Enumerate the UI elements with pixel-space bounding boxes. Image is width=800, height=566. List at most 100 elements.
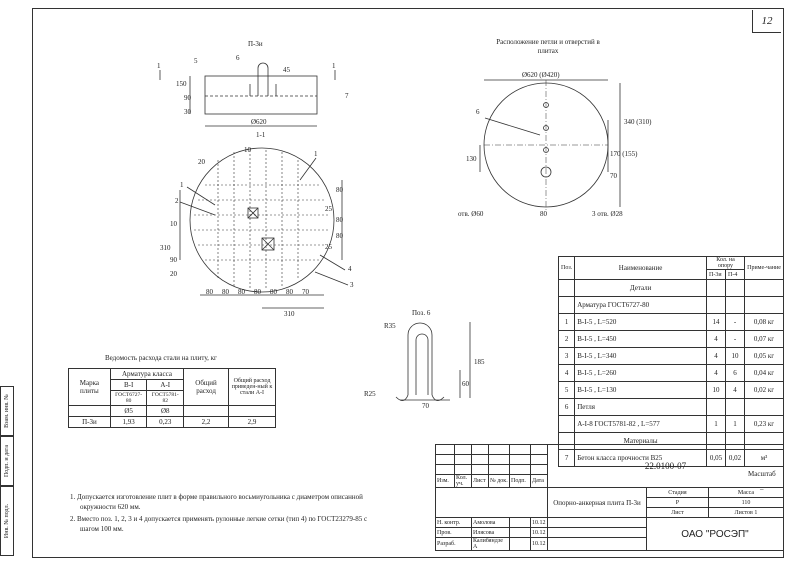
spec-cell-note <box>744 279 784 297</box>
dim-90: 90 <box>184 94 191 102</box>
sec-label-10: 10 <box>244 146 251 154</box>
spec-cell-note: 0,23 кг <box>744 415 784 433</box>
spec-cell-b: 10 <box>725 347 745 365</box>
loop-r25: R25 <box>364 390 376 398</box>
steel-h-bi: В-I <box>109 379 148 391</box>
drawing-code: 22.0100-07 <box>547 444 784 488</box>
tb-list-label: Лист <box>646 507 709 518</box>
sec-label-20: 20 <box>198 158 205 166</box>
sec-label-310b: 310 <box>284 310 295 318</box>
spec-cell-pos <box>557 279 576 297</box>
tb-date2: 10.12 <box>530 527 548 538</box>
spec-cell-pos: 6 <box>557 398 576 416</box>
note-2: 2. Вместо поз. 1, 2, 3 и 4 допускается п… <box>70 515 368 523</box>
spec-cell-a: 4 <box>706 330 726 348</box>
loop-185: 185 <box>474 358 485 366</box>
sec-bottom-dim-1: 80 <box>222 288 229 296</box>
hole-right-dim-0: 340 (310) <box>624 118 652 126</box>
tb-h-masshtab: Масштаб <box>748 470 776 478</box>
drawing-name: Опорно-анкерная плита П-3и <box>547 487 647 518</box>
spec-h-p3i: П-3и <box>706 269 726 280</box>
spec-cell-note: 0,08 кг <box>744 313 784 331</box>
spec-cell-b: - <box>725 330 745 348</box>
spec-cell-pos: 1 <box>557 313 576 331</box>
spec-h-qty: Кол. на опору <box>706 256 745 270</box>
label-pos7: 7 <box>345 92 349 100</box>
sec-left-dim-2: 20 <box>170 270 177 278</box>
side-vzam-inv: Взам. инв. № <box>0 386 14 436</box>
sec-right-dim-0: 80 <box>336 186 343 194</box>
spec-cell-pos: 3 <box>557 347 576 365</box>
sec-bottom-dim-6: 70 <box>302 288 309 296</box>
spec-cell-name: В-I-5 , L=450 <box>574 330 707 348</box>
sec-bottom-dim-0: 80 <box>206 288 213 296</box>
note-2b: шагом 100 мм. <box>80 525 124 533</box>
sec-right-dim-2: 80 <box>336 232 343 240</box>
note-1b: окружности 620 мм. <box>80 503 141 511</box>
steel-row-bi: 1,93 <box>109 416 148 428</box>
steel-table-title: Ведомость расхода стали на плиту, кг <box>105 354 217 362</box>
spec-cell-name: В-I-5 , L=340 <box>574 347 707 365</box>
spec-h-p4: П-4 <box>725 269 745 280</box>
steel-h-class: Арматура класса <box>109 368 185 380</box>
spec-h-name: Наименование <box>574 256 707 280</box>
tb-h-ndok: № док. <box>488 474 510 488</box>
sec-label-1a: 1 <box>314 150 318 158</box>
hole-bottom-right: 3 отв. Ø28 <box>592 210 623 218</box>
hole-view-title: Расположение петли и отверстий в плитах <box>496 38 600 55</box>
spec-cell-note: 0,05 кг <box>744 347 784 365</box>
loop-70: 70 <box>422 402 429 410</box>
spec-cell-note: 0,04 кг <box>744 364 784 382</box>
hole-pos6: 6 <box>476 108 480 116</box>
spec-cell-a: 4 <box>706 347 726 365</box>
tb-massa: 110 <box>707 497 785 508</box>
tb-h-podp: Подп. <box>509 474 531 488</box>
note-1: 1. Допускается изготовление плит в форме… <box>70 493 363 501</box>
spec-cell-name: В-I-5 , L=520 <box>574 313 707 331</box>
steel-row-total: 2,2 <box>183 416 229 428</box>
tb-nkontr-name: Амолова <box>471 517 510 528</box>
tb-date1: 10.12 <box>530 517 548 528</box>
spec-cell-b: 1 <box>725 415 745 433</box>
tb-h-kol: Кол. уч. <box>454 474 472 488</box>
spec-cell-a <box>706 398 726 416</box>
side-podp-data: Подп. и дата <box>0 436 14 486</box>
sec-left-dim-1: 90 <box>170 256 177 264</box>
sec-bottom-dim-5: 80 <box>286 288 293 296</box>
spec-cell-note: 0,07 кг <box>744 330 784 348</box>
steel-table: Марка плиты Арматура класса Общий расход… <box>68 368 276 428</box>
hole-right-dim-2: 70 <box>610 172 617 180</box>
hole-right-dim-1: 170 (155) <box>610 150 638 158</box>
spec-cell-a <box>706 296 726 314</box>
hole-left-dim: 130 <box>466 155 477 163</box>
spec-cell-b: 6 <box>725 364 745 382</box>
spec-cell-b <box>725 398 745 416</box>
spec-h-pos: Поз. <box>557 256 576 280</box>
spec-cell-b: 4 <box>725 381 745 399</box>
dim-30: 30 <box>184 108 191 116</box>
spec-cell-pos <box>557 296 576 314</box>
sec-label-25: 25 <box>325 205 332 213</box>
loop-60: 60 <box>462 380 469 388</box>
section-marker-right: 1 <box>332 62 336 70</box>
spec-cell-note <box>744 398 784 416</box>
spec-cell-a: 10 <box>706 381 726 399</box>
spec-cell-name: В-I-5 , L=260 <box>574 364 707 382</box>
dim-d620: Ø620 <box>251 118 267 126</box>
spec-h-note: Приме-чание <box>744 256 784 280</box>
side-inv-podl: Инв. № подл. <box>0 486 14 556</box>
steel-h-total: Общий расход <box>183 368 229 406</box>
steel-h-d8: Ø8 <box>146 405 185 417</box>
label-pos6: 6 <box>236 54 240 62</box>
sec-label-1b: 1 <box>180 181 184 189</box>
drawing-frame <box>32 8 784 558</box>
tb-listov-label: Листов <box>734 509 753 516</box>
plate-title: П-3и <box>248 40 263 48</box>
sec-bottom-dim-2: 80 <box>238 288 245 296</box>
sec-right-dim-1: 80 <box>336 216 343 224</box>
steel-h-gost2: ГОСТ5781-82 <box>146 390 185 406</box>
